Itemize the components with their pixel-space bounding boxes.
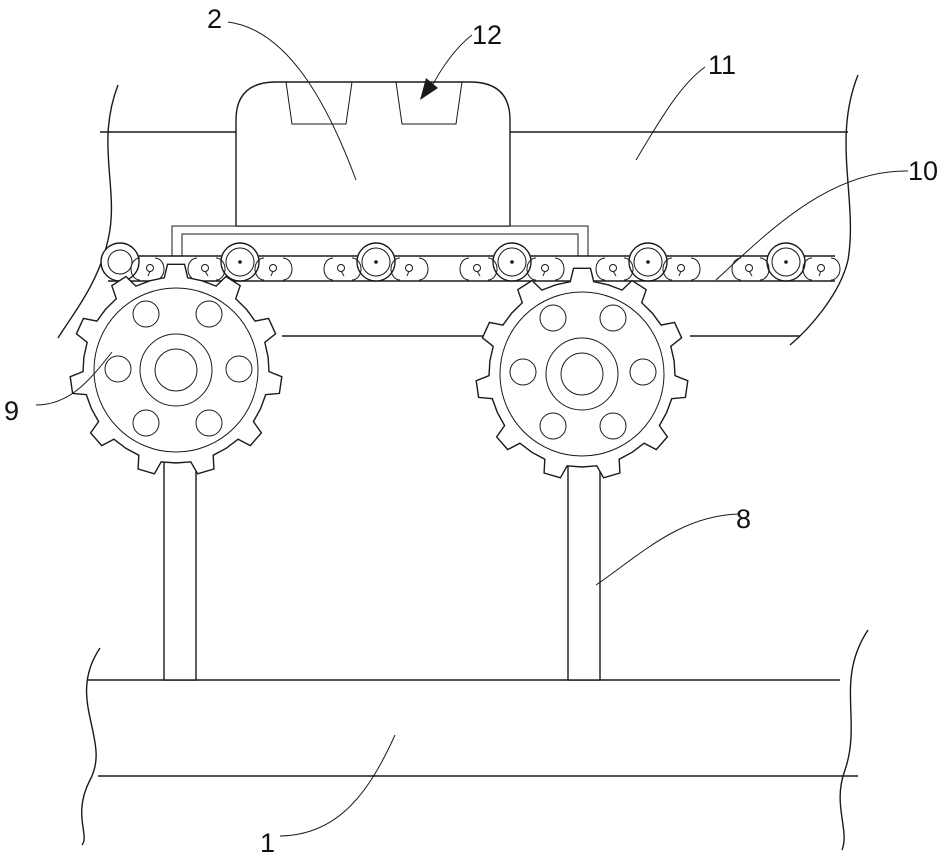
sprocket-wheel-right: [475, 267, 689, 479]
sprocket-holes: [509, 304, 657, 440]
chain-roller: [628, 242, 668, 282]
label-12: 12: [472, 20, 502, 50]
chain-roller: [766, 242, 806, 282]
label-2: 2: [207, 4, 222, 34]
chute-right: [395, 81, 463, 125]
label-9: 9: [4, 396, 19, 426]
label-8: 8: [736, 504, 751, 534]
reference-labels: 2 12 11 10 9 8 1: [4, 4, 938, 857]
arrow-head: [420, 78, 438, 100]
label-1: 1: [260, 828, 275, 857]
base-frame: [81, 629, 869, 851]
sprocket-wheel-left: [69, 263, 283, 475]
conveyor-chain: [100, 242, 841, 282]
label-11: 11: [708, 50, 736, 80]
chain-roller: [492, 242, 532, 282]
chute-left: [285, 81, 353, 125]
chain-roller: [356, 242, 396, 282]
hopper: [171, 81, 589, 256]
label-10: 10: [908, 156, 938, 186]
sprocket-holes: [104, 300, 253, 437]
chain-roller: [220, 242, 260, 282]
